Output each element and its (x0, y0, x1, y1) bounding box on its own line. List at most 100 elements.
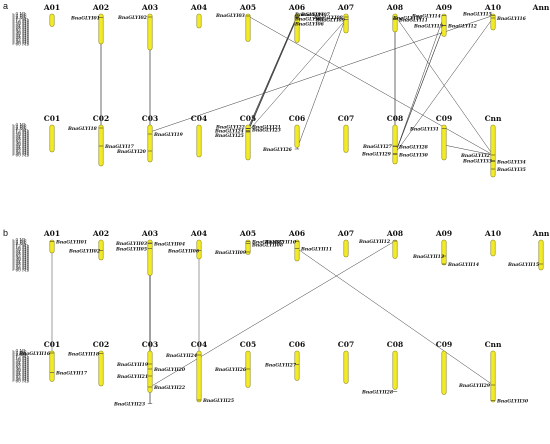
chromosome-name: A05 (239, 3, 256, 12)
synteny-link (149, 15, 494, 133)
gene-label: BnaGLYI10 (392, 16, 423, 22)
gene-label: BnaGLYI12 (447, 24, 477, 30)
synteny-link (394, 25, 445, 155)
gene-label: BnaGLYII14 (447, 262, 479, 268)
scale-tick-label: 28 Mb (16, 362, 30, 367)
chromosome-name: Ann (532, 3, 550, 12)
chromosome-name: C07 (338, 114, 354, 123)
scale-tick-label: 28 Mb (16, 251, 30, 256)
gene-label: BnaGLYII20 (153, 367, 186, 373)
gene-label: BnaGLYI18 (67, 126, 98, 132)
gene-label: BnaGLYII22 (153, 385, 185, 391)
gene-label: BnaGLYI08 (313, 15, 344, 21)
chromosome-bar (392, 239, 398, 259)
chromosome-name: A10 (484, 229, 501, 238)
chromosome-bar (98, 13, 104, 45)
gene-label: BnaGLYII21 (116, 374, 148, 380)
gene-label: BnaGLYI13 (413, 24, 444, 30)
scale-tick-label: 16 Mb (16, 245, 30, 250)
scale-tick-label: 40 Mb (16, 142, 30, 147)
scale-tick-label: 36 Mb (16, 255, 30, 260)
chromosome-bar (245, 239, 251, 255)
scale-tick-label: 40 Mb (16, 257, 30, 262)
scale-tick-label: 4 Mb (16, 239, 27, 244)
chromosome-bar (98, 239, 104, 261)
gene-label: BnaGLYI31 (409, 127, 439, 133)
chromosome-name: A03 (141, 3, 158, 12)
chromosome-name: A08 (386, 229, 403, 238)
gene-label: BnaGLYI04 (294, 12, 324, 18)
gene-label: BnaGLYI24 (214, 129, 244, 135)
chromosome-bar (490, 239, 496, 257)
chromosome-name: C01 (44, 340, 60, 349)
scale-tick-label: 12 Mb (16, 243, 30, 248)
gene-label: BnaGLYII27 (264, 363, 297, 369)
scale-tick-label: 48 Mb (16, 146, 30, 151)
scale-tick-label: 12 Mb (16, 354, 30, 359)
scale-tick-label: 8 Mb (16, 352, 27, 357)
gene-label: BnaGLYI07 (300, 12, 331, 18)
scale-tick-label: 52 Mb (16, 37, 30, 42)
gene-label: BnaGLYI17 (104, 144, 135, 150)
gene-label: BnaGLYII30 (496, 399, 529, 405)
gene-label: BnaGLYI09 (315, 18, 346, 24)
chromosome-name: C03 (142, 114, 158, 123)
chromosome-bar (343, 13, 349, 34)
gene-label: BnaGLYI02 (117, 15, 147, 21)
chromosome-name: C09 (436, 114, 452, 123)
scale-tick-label: 16 Mb (16, 356, 30, 361)
chromosome-name: A09 (435, 229, 452, 238)
chromosome-name: A06 (288, 3, 305, 12)
scale-tick-label: 44 Mb (16, 144, 30, 149)
chromosome-name: A09 (435, 3, 452, 12)
scale-tick-label: 48 Mb (16, 261, 30, 266)
gene-label: BnaGLYII24 (165, 353, 197, 359)
scale-tick-label: 60 Mb (16, 267, 30, 272)
chromosome-name: A08 (386, 3, 403, 12)
gene-label: BnaGLYII23 (113, 402, 146, 408)
gene-label: BnaGLYI28 (398, 145, 429, 151)
gene-label: BnaGLYI06 (294, 22, 325, 28)
scale-tick-label: 8 Mb (16, 126, 27, 131)
scale-tick-label: 60 Mb (16, 41, 30, 46)
scale-tick-label: 20 Mb (16, 247, 30, 252)
synteny-link (247, 15, 298, 129)
chromosome-bar (196, 350, 202, 403)
gene-label: BnaGLYI16 (496, 16, 527, 22)
gene-label: BnaGLYI19 (153, 132, 184, 138)
gene-label: BnaGLYI03 (215, 13, 246, 19)
chromosome-name: A01 (43, 229, 60, 238)
gene-label: BnaGLYI15 (462, 12, 492, 18)
gene-label: BnaGLYI32 (460, 153, 490, 159)
chromosome-name: A05 (239, 229, 256, 238)
chromosome-name: C02 (93, 114, 109, 123)
chromosome-name: A01 (43, 3, 60, 12)
scale-tick-label: 20 Mb (16, 132, 30, 137)
gene-label: BnaGLYII02 (68, 249, 100, 255)
chromosome-name: C05 (240, 340, 256, 349)
gene-label: BnaGLYII12 (358, 239, 390, 245)
scale-tick-label: 32 Mb (16, 364, 30, 369)
scale-tick-label: 28 Mb (16, 136, 30, 141)
chromosome-name: A02 (92, 3, 109, 12)
chromosome-name: Cnn (485, 340, 502, 349)
chromosome-bar (98, 350, 104, 387)
synteny-link (296, 16, 347, 150)
gene-label: BnaGLYI05 (294, 17, 324, 23)
scale-tick-label: 20 Mb (16, 358, 30, 363)
gene-label: BnaGLYII04 (153, 242, 185, 248)
chromosome-name: C04 (191, 340, 207, 349)
chromosome-bar (294, 350, 300, 381)
synteny-link (247, 17, 298, 133)
chromosome-bar (49, 350, 55, 382)
gene-label: BnaGLYI35 (496, 167, 526, 173)
chromosome-name: C08 (387, 114, 403, 123)
panel-letter: b (3, 228, 8, 238)
gene-label: BnaGLYII13 (412, 254, 445, 260)
scale-tick-label: 4 Mb (16, 13, 27, 18)
gene-label: BnaGLYII10 (264, 240, 297, 246)
chromosome-name: A06 (288, 229, 305, 238)
